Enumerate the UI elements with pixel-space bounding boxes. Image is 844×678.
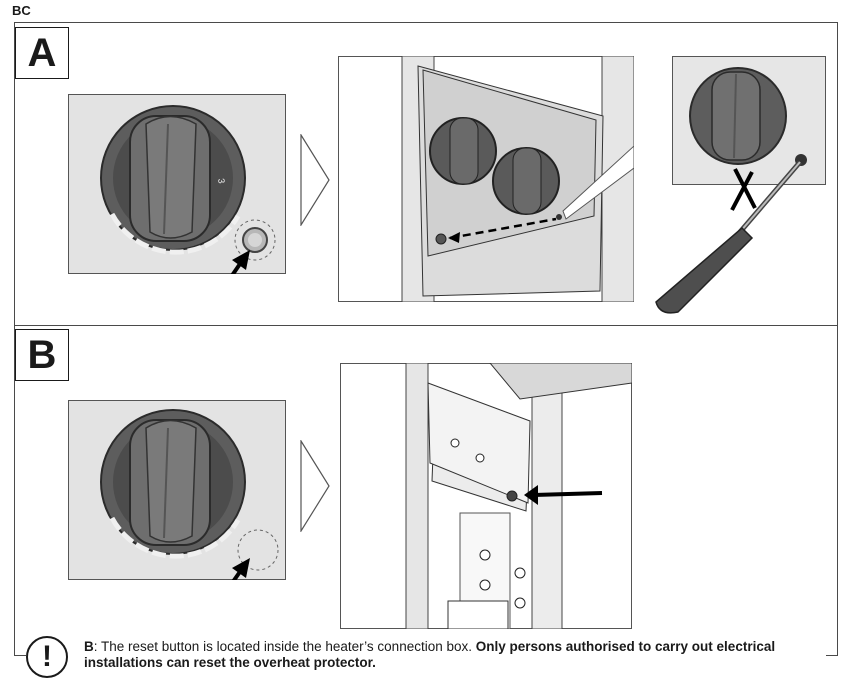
connection-box-illustration	[340, 363, 632, 629]
warning-note-text: B: The reset button is located inside th…	[84, 639, 824, 671]
section-a-label: A	[15, 27, 69, 79]
next-step-arrow-a	[300, 134, 330, 226]
note-lead: B	[84, 639, 94, 654]
screwdriver-reset-inset-illustration	[655, 56, 826, 314]
note-bold-text: Only persons authorised to carry out ele…	[84, 639, 776, 670]
knob-without-reset-button-illustration	[68, 400, 286, 580]
next-step-arrow-b	[300, 440, 330, 532]
svg-text:3: 3	[216, 178, 227, 185]
exclamation-icon: !	[26, 636, 68, 678]
document-code: BC	[12, 3, 31, 18]
section-divider	[14, 325, 837, 326]
note-text: : The reset button is located inside the…	[93, 639, 476, 654]
warning-note: ! B: The reset button is located inside …	[26, 632, 826, 678]
section-b-label: B	[15, 329, 69, 381]
knob-with-reset-button-illustration: 3	[68, 94, 286, 274]
heater-control-panel-illustration	[338, 56, 634, 302]
